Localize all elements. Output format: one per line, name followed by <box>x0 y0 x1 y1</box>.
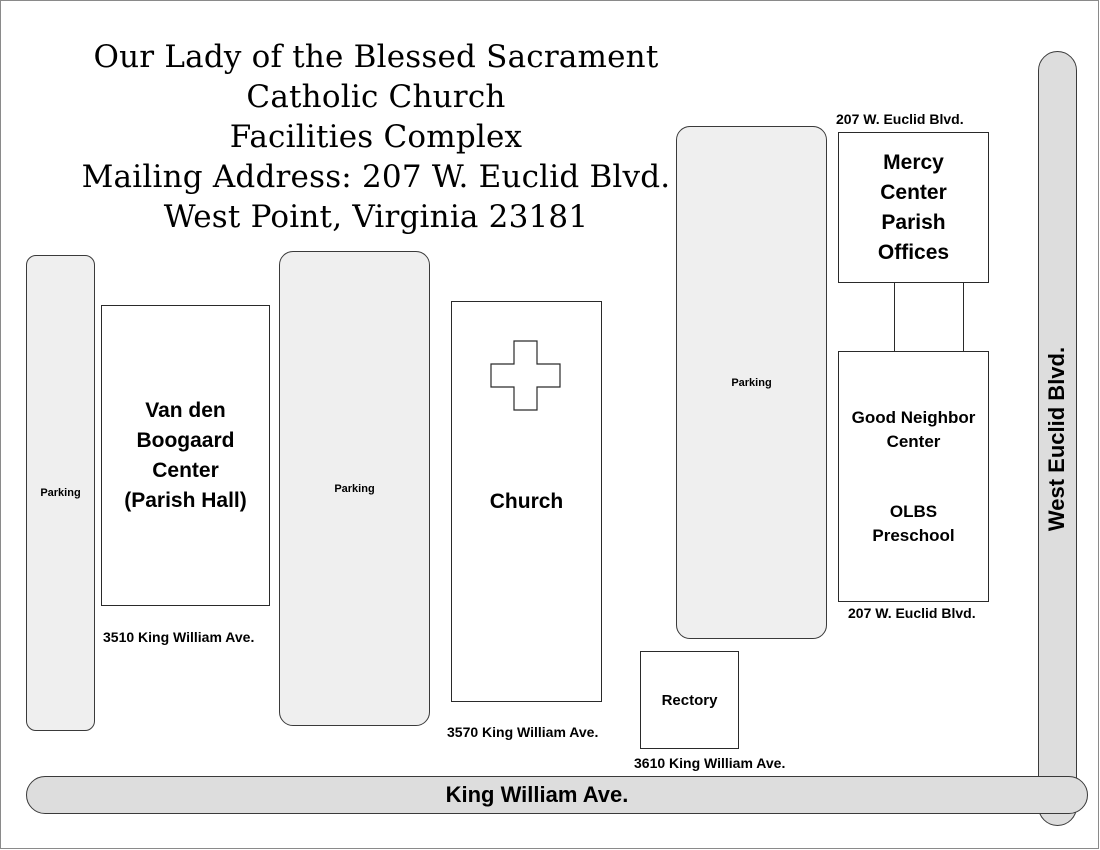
parish-hall-name-3: Center <box>152 458 219 482</box>
good-neighbor-name-1: Good Neighbor <box>851 407 976 427</box>
good-neighbor-address: 207 W. Euclid Blvd. <box>848 605 976 621</box>
building-good-neighbor: Good Neighbor Center OLBS Preschool <box>838 351 989 602</box>
rectory-address: 3610 King William Ave. <box>634 755 786 771</box>
parish-hall-name-4: (Parish Hall) <box>124 488 247 512</box>
building-mercy-center: Mercy Center Parish Offices <box>838 132 989 283</box>
mercy-center-name-3: Parish <box>881 210 946 234</box>
title-line-2: Catholic Church <box>246 79 506 115</box>
mercy-center-name-4: Offices <box>877 240 950 264</box>
mercy-center-address: 207 W. Euclid Blvd. <box>836 111 964 127</box>
road-king-william: King William Ave. <box>26 776 1088 814</box>
connector-line-left <box>894 282 895 352</box>
church-name: Church <box>489 489 564 513</box>
building-rectory: Rectory <box>640 651 739 749</box>
preschool-name-2: Preschool <box>872 525 955 545</box>
title-line-4: Mailing Address: 207 W. Euclid Blvd. <box>81 159 671 195</box>
map-title: Our Lady of the Blessed Sacrament Cathol… <box>61 37 691 237</box>
parish-hall-name-1: Van den <box>145 398 226 422</box>
parking-label: Parking <box>40 487 81 499</box>
title-line-1: Our Lady of the Blessed Sacrament <box>93 39 659 75</box>
title-line-3: Facilities Complex <box>229 119 523 155</box>
parking-lot-west: Parking <box>26 255 95 731</box>
mercy-center-name-2: Center <box>880 180 947 204</box>
parking-lot-east: Parking <box>676 126 827 639</box>
connector-line-right <box>963 282 964 352</box>
church-address: 3570 King William Ave. <box>447 724 599 740</box>
title-line-5: West Point, Virginia 23181 <box>163 199 589 235</box>
parish-hall-name-2: Boogaard <box>136 428 235 452</box>
king-william-label: King William Ave. <box>445 782 629 807</box>
parking-label: Parking <box>334 482 375 495</box>
preschool-name-1: OLBS <box>889 501 938 521</box>
mercy-center-name-1: Mercy <box>883 150 944 174</box>
building-parish-hall: Van den Boogaard Center (Parish Hall) <box>101 305 270 606</box>
cross-icon <box>490 340 561 411</box>
rectory-name: Rectory <box>661 691 718 709</box>
west-euclid-label: West Euclid Blvd. <box>1044 346 1069 532</box>
road-west-euclid <box>1038 51 1077 826</box>
parish-hall-address: 3510 King William Ave. <box>103 629 255 645</box>
parking-label: Parking <box>731 376 772 389</box>
parking-lot-center: Parking <box>279 251 430 726</box>
good-neighbor-name-2: Center <box>886 431 941 451</box>
